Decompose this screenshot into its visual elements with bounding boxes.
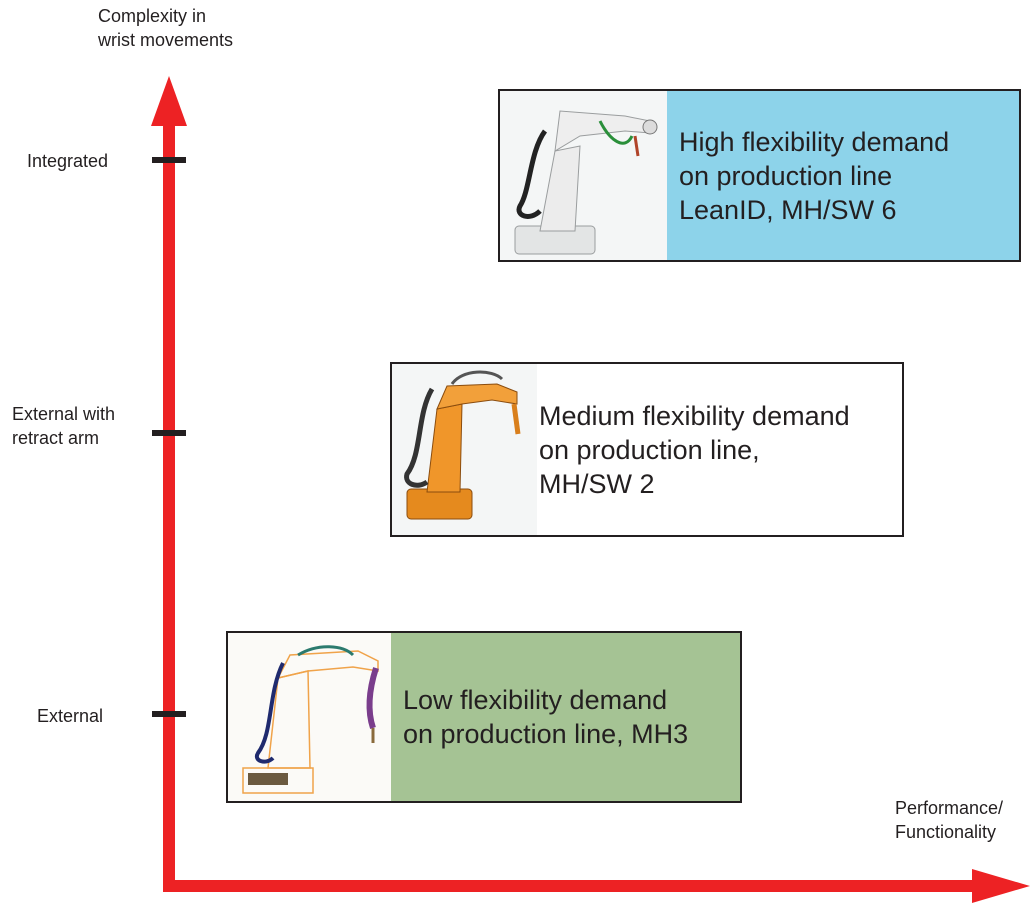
wireframe-robot-icon <box>242 645 379 794</box>
x-axis-arrowhead <box>972 869 1030 903</box>
card-low-flexibility: Low flexibility demand on production lin… <box>226 631 742 803</box>
card-medium-flexibility: Medium flexibility demand on production … <box>390 362 904 537</box>
card-low-text: Low flexibility demand on production lin… <box>391 633 740 801</box>
card-high-text: High flexibility demand on production li… <box>667 91 1019 260</box>
robot-image-low <box>228 633 391 801</box>
card-medium-text: Medium flexibility demand on production … <box>537 364 902 535</box>
tick-label-external-retract: External with retract arm <box>12 404 116 448</box>
y-axis-label: Complexity in wrist movements <box>98 6 234 50</box>
card-high-flexibility: High flexibility demand on production li… <box>498 89 1021 262</box>
tick-label-integrated: Integrated <box>27 151 109 171</box>
x-axis-label: Performance/ Functionality <box>895 798 1004 842</box>
robot-image-high <box>500 91 667 260</box>
tick-label-external: External <box>37 706 104 726</box>
y-axis-arrowhead <box>151 76 187 126</box>
robot-image-medium <box>392 364 537 535</box>
orange-robot-icon <box>404 370 521 520</box>
white-robot-icon <box>514 110 658 255</box>
